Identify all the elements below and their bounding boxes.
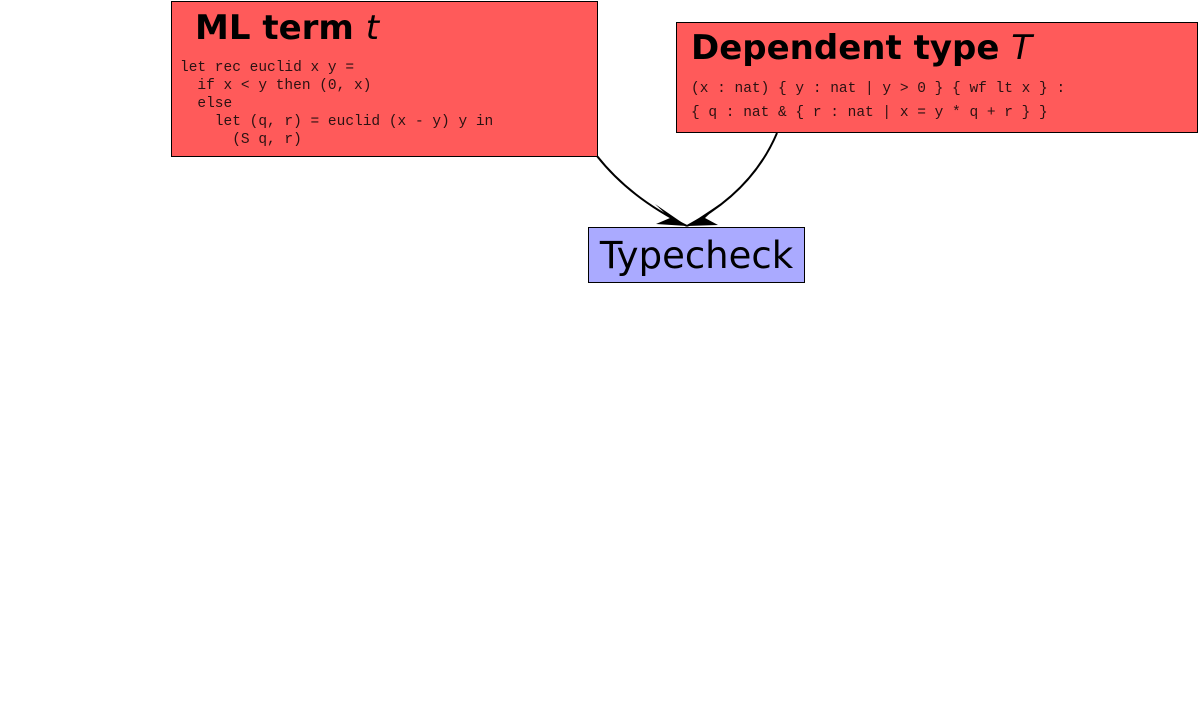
arrow-type-to-typecheck [686, 132, 778, 227]
typecheck-label: Typecheck [599, 233, 794, 277]
ml-term-box: ML term t let rec euclid x y = if x < y … [171, 1, 598, 157]
dependent-type-title-text: Dependent type [691, 28, 1000, 68]
dependent-type-title: Dependent type T [691, 31, 1032, 65]
ml-term-title-text: ML term [195, 8, 354, 48]
dependent-type-variable: T [1011, 28, 1033, 68]
ml-term-code: let rec euclid x y = if x < y then (0, x… [180, 60, 494, 148]
dependent-type-box: Dependent type T (x : nat) { y : nat | y… [676, 22, 1198, 133]
ml-term-title: ML term t [195, 11, 379, 45]
arrow-ml-to-typecheck [596, 155, 688, 227]
arrowhead-icon [687, 204, 720, 226]
dependent-type-code: (x : nat) { y : nat | y > 0 } { wf lt x … [691, 81, 1066, 121]
ml-term-variable: t [365, 8, 380, 48]
typecheck-box: Typecheck [588, 227, 805, 283]
arrowhead-icon [655, 204, 687, 226]
